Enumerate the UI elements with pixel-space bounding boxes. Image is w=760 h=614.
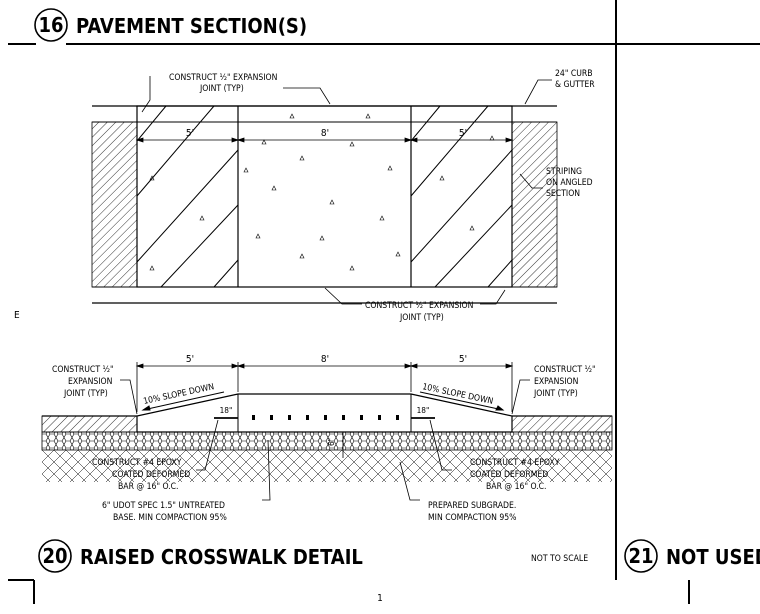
label-joint-left-2: EXPANSION: [68, 377, 113, 387]
section-dim-right: 5': [459, 354, 467, 365]
striping-right: [410, 105, 513, 288]
label-expansion-bottom-1: CONSTRUCT ½" EXPANSION: [365, 301, 474, 311]
detail-21-title: NOT USED: [666, 545, 760, 569]
detail-20-title: RAISED CROSSWALK DETAIL: [80, 545, 363, 569]
label-joint-right-1: CONSTRUCT ½": [534, 365, 596, 375]
detail-21-number: 21: [628, 544, 653, 568]
pavement-plan-view: 5' 8' 5': [91, 76, 558, 305]
label-joint-left-1: CONSTRUCT ½": [52, 365, 114, 375]
plan-dim-right: 5': [459, 128, 467, 139]
detail-16-header: 16 PAVEMENT SECTION(S): [34, 8, 307, 42]
section-leaders: [120, 379, 530, 501]
detail-16-number: 16: [38, 13, 63, 37]
section-curb-left: [41, 415, 138, 433]
detail-number-circle: [34, 8, 68, 42]
label-rebar-right-2: COATED DEFORMED: [470, 470, 548, 480]
plan-leaders: [141, 76, 552, 305]
label-rebar-left-3: BAR @ 16" O.C.: [118, 482, 179, 492]
label-striping-1: STRIPING: [546, 167, 582, 177]
bar-length-right: 18": [417, 405, 430, 415]
label-expansion-bottom-2: JOINT (TYP): [399, 313, 444, 323]
label-striping-2: ON ANGLED: [546, 178, 593, 188]
crosswalk-section-view: [41, 362, 613, 501]
detail-20-number: 20: [42, 544, 67, 568]
margin-mark: E: [14, 310, 20, 321]
scale-note: NOT TO SCALE: [531, 554, 588, 564]
plan-dim-left: 5': [186, 128, 194, 139]
label-rebar-left-1: CONSTRUCT #4 EPOXY: [92, 458, 182, 468]
label-expansion-top-2: JOINT (TYP): [199, 84, 244, 94]
curb-gutter-right: [511, 121, 558, 288]
crosswalk-pavement: [136, 105, 513, 288]
label-subgrade-1: PREPARED SUBGRADE.: [428, 501, 516, 511]
detail-21-header: 21 NOT USED: [624, 539, 760, 573]
label-striping-3: SECTION: [546, 189, 580, 199]
slope-arrows: [141, 391, 505, 411]
section-curb-right: [511, 415, 613, 433]
page-number: 1: [377, 593, 383, 604]
detail-16-title: PAVEMENT SECTION(S): [76, 14, 307, 38]
bar-length-left: 18": [220, 405, 233, 415]
label-expansion-top-1: CONSTRUCT ½" EXPANSION: [169, 73, 278, 83]
aggregate-marks: [149, 113, 495, 271]
label-rebar-right-3: BAR @ 16" O.C.: [486, 482, 547, 492]
label-curb-2: & GUTTER: [555, 80, 595, 90]
label-subgrade-2: MIN COMPACTION 95%: [428, 513, 517, 523]
section-dim-left: 5': [186, 354, 194, 365]
plan-dim-center: 8': [321, 128, 329, 139]
label-curb-1: 24" CURB: [555, 69, 593, 79]
section-dimension-line: [135, 362, 514, 412]
depth-label: 6": [326, 438, 336, 446]
label-rebar-left-2: COATED DEFORMED: [112, 470, 190, 480]
sheet-frame: [8, 0, 760, 604]
detail-20-header: 20 RAISED CROSSWALK DETAIL: [38, 539, 363, 573]
label-joint-left-3: JOINT (TYP): [63, 389, 108, 399]
subgrade-hatch: [42, 450, 612, 482]
rebar-dots: [252, 415, 399, 420]
label-joint-right-2: EXPANSION: [534, 377, 579, 387]
label-base-1: 6" UDOT SPEC 1.5" UNTREATED: [102, 501, 225, 511]
section-dim-center: 8': [321, 354, 329, 365]
plan-dimension-line: [135, 137, 514, 143]
curb-gutter-left: [91, 121, 138, 288]
label-base-2: BASE. MIN COMPACTION 95%: [113, 513, 227, 523]
striping-left: [136, 105, 239, 288]
label-joint-right-3: JOINT (TYP): [533, 389, 578, 399]
label-rebar-right-1: CONSTRUCT #4 EPOXY: [470, 458, 560, 468]
